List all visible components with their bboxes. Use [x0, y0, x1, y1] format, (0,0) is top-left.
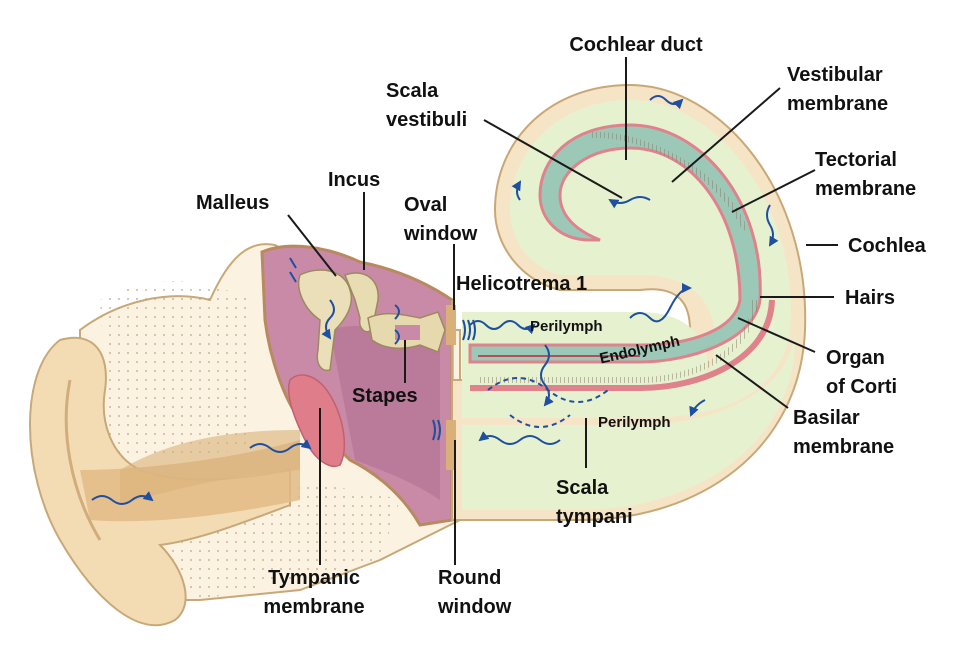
round-window-shape	[446, 420, 456, 470]
label-tectorial-membrane-1: Tectorial	[815, 149, 897, 171]
label-round-window-1: Round	[438, 567, 502, 589]
tag-perilymph-lower: Perilymph	[598, 414, 671, 431]
tag-perilymph-upper: Perilymph	[530, 318, 603, 335]
ear-canal	[120, 430, 300, 505]
oval-window-shape	[446, 305, 456, 345]
label-tectorial-membrane-2: membrane	[815, 178, 917, 200]
label-cochlear-duct: Cochlear duct	[569, 34, 703, 56]
label-stapes: Stapes	[352, 385, 418, 407]
label-tympanic-membrane-1: Tympanic	[268, 567, 360, 589]
label-helicotrema: Helicotrema 1	[456, 273, 588, 295]
label-vestibular-membrane-2: membrane	[787, 93, 889, 115]
sound-waves	[91, 95, 779, 505]
cochlear-duct-shape	[468, 123, 762, 364]
leader-lines	[287, 57, 838, 565]
label-basilar-membrane-2: membrane	[793, 436, 895, 458]
label-cochlea: Cochlea	[848, 235, 926, 257]
malleus-bone	[298, 269, 352, 372]
cochlea	[451, 83, 807, 521]
label-scala-tympani-1: Scala	[556, 477, 609, 499]
label-malleus: Malleus	[196, 192, 270, 214]
label-scala-vestibuli-1: Scala	[386, 80, 439, 102]
label-tympanic-membrane-2: membrane	[263, 596, 365, 618]
label-organ-of-corti-1: Organ	[826, 347, 885, 369]
label-organ-of-corti-2: of Corti	[826, 376, 898, 398]
ossicles	[298, 269, 446, 372]
label-oval-window-2: window	[404, 223, 478, 245]
label-oval-window-1: Oval	[404, 194, 448, 216]
label-incus: Incus	[328, 169, 381, 191]
label-hairs: Hairs	[845, 287, 896, 309]
label-scala-tympani-2: tympani	[556, 506, 633, 528]
label-scala-vestibuli-2: vestibuli	[386, 109, 468, 131]
label-round-window-2: window	[438, 596, 512, 618]
label-basilar-membrane-1: Basilar	[793, 407, 860, 429]
label-vestibular-membrane-1: Vestibular	[787, 64, 883, 86]
tympanic-membrane	[287, 374, 346, 467]
